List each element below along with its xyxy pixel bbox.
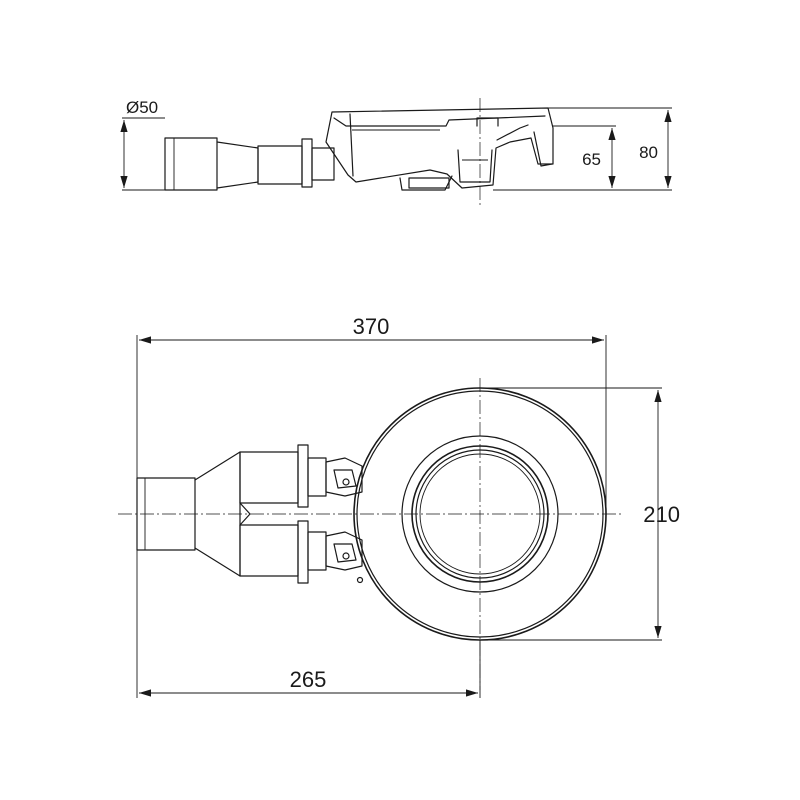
top-view: 370 210 265 [118,314,680,698]
dim-height-inner: 65 [493,125,616,191]
dim-pipe-diameter: Ø50 [120,98,165,191]
dim-overall-width: 210 [480,387,680,641]
side-drain-body [325,107,554,191]
overall-width-label: 210 [643,502,680,527]
height-inner-label: 65 [582,150,601,169]
center-to-outlet-label: 265 [290,667,327,692]
overall-length-label: 370 [353,314,390,339]
dim-height-total: 80 [548,107,672,191]
side-pipe [164,137,335,191]
dim-overall-length: 370 [136,314,607,514]
side-view: Ø50 65 80 [120,98,672,205]
top-clamps [325,457,364,584]
dim-center-to-outlet: 265 [136,550,481,698]
height-total-label: 80 [639,143,658,162]
pipe-diameter-label: Ø50 [126,98,158,117]
